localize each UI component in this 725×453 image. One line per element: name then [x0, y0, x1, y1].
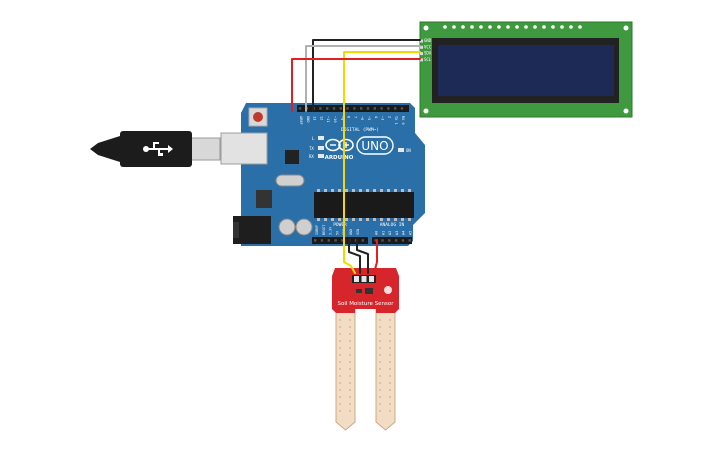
wire-sensor-gnd: [356, 239, 369, 274]
wire-lcd-scl: [291, 58, 421, 112]
digital-header: [297, 105, 409, 112]
digital-pin-label: 7: [353, 116, 357, 118]
led-rx-label: RX: [309, 154, 314, 159]
power-pin-label: VIN: [356, 229, 360, 235]
uno-badge: [356, 136, 394, 155]
digital-pin-label: 2: [387, 116, 391, 118]
analog-header: [372, 237, 412, 244]
analog-pin-label: A0: [375, 231, 379, 235]
usb-icon: [143, 142, 173, 156]
lcd-pin-label: SCL: [424, 57, 432, 62]
analog-pin-label: A5: [409, 231, 413, 235]
digital-header-label: DIGITAL (PWM~): [341, 127, 379, 133]
analog-pin-label: A3: [395, 231, 399, 235]
power-pin-label: GND: [349, 229, 353, 235]
wire-lcd-sda: [343, 51, 421, 274]
lcd-screen: [438, 45, 614, 96]
analog-pin-label: A2: [388, 231, 392, 235]
microcontroller-chip: [314, 192, 414, 218]
digital-pin-label: 8: [347, 116, 351, 118]
arduino-logo-icon: [325, 138, 354, 152]
sensor-probe-left: [335, 308, 356, 431]
digital-pin-label: TX 1: [394, 116, 398, 125]
analog-pin-label: A1: [381, 231, 385, 235]
led-on-label: ON: [406, 148, 411, 153]
model-label: UNO: [361, 139, 388, 153]
wires: [291, 39, 421, 274]
chip-pins: [317, 189, 411, 221]
sensor-title-label: Soil Moisture Sensor: [338, 301, 395, 307]
digital-pin-label: ~11: [326, 116, 330, 123]
lcd-top-header: [443, 25, 582, 29]
digital-pin-label: ~3: [381, 116, 385, 120]
power-header-label: POWER: [333, 222, 347, 228]
sensor-probe-right: [375, 308, 396, 431]
wire-lcd-vcc-gray: [305, 45, 421, 112]
wire-lcd-gnd: [312, 39, 421, 112]
analog-header-label: ANALOG IN: [380, 222, 405, 228]
digital-pin-label: GND: [306, 116, 310, 123]
lcd-pin-label: SDA: [424, 51, 432, 56]
usb-cable: [90, 131, 221, 167]
power-pin-label: 3.3V: [329, 227, 333, 235]
digital-pin-label: ~6: [360, 116, 364, 120]
digital-pin-label: 12: [319, 116, 323, 120]
lcd-pin-label: VCC: [424, 44, 432, 49]
power-pin-label: 5V: [335, 231, 339, 235]
digital-pin-label: 13: [313, 116, 317, 120]
lcd-pin-label: GND: [424, 38, 432, 43]
digital-pin-label: AREF: [299, 116, 303, 125]
digital-pin-label: 4: [374, 116, 378, 118]
power-jack: [233, 216, 271, 244]
analog-pin-label: A4: [402, 231, 406, 235]
led-l-label: L: [312, 136, 315, 141]
usb-port: [220, 132, 268, 165]
digital-pin-label: ~10: [333, 116, 337, 123]
brand-label: ARDUINO: [325, 155, 354, 161]
digital-pin-label: RX 0: [401, 116, 405, 125]
digital-pin-label: ~9: [340, 116, 344, 120]
power-pin-label: IOREF: [315, 225, 319, 235]
digital-pin-label: ~5: [367, 116, 371, 120]
power-pin-label: RESET: [322, 225, 326, 235]
wire-sensor-vcc: [348, 239, 361, 274]
power-header: [312, 237, 368, 244]
soil-moisture-sensor: Soil Moisture Sensor: [332, 268, 399, 431]
led-tx-label: TX: [309, 146, 314, 151]
wire-sensor-signal: [373, 239, 378, 274]
